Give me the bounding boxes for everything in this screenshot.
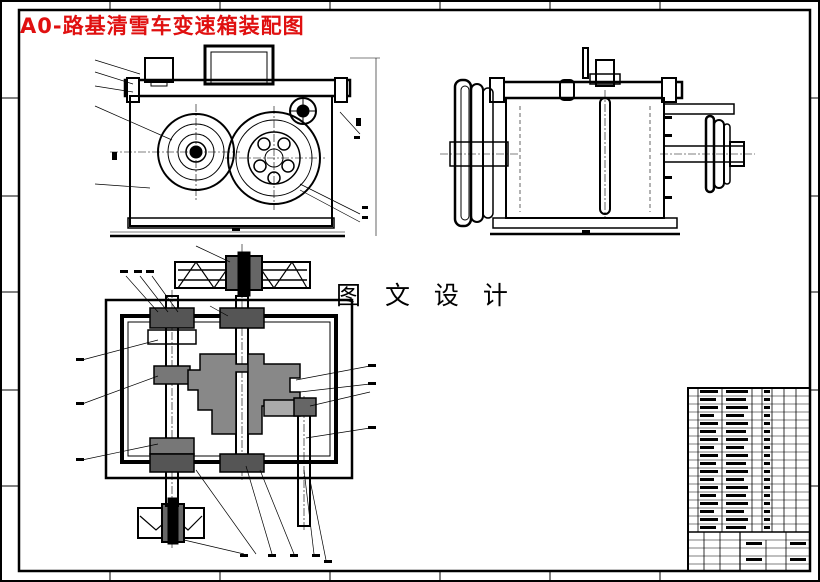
title-block <box>687 387 811 572</box>
side-view <box>440 47 755 236</box>
watermark-text: 图 文 设 计 <box>336 281 516 310</box>
drawing-title: A0-路基清雪车变速箱装配图 <box>20 14 305 38</box>
top-section-view <box>76 244 376 563</box>
front-view <box>94 44 380 238</box>
